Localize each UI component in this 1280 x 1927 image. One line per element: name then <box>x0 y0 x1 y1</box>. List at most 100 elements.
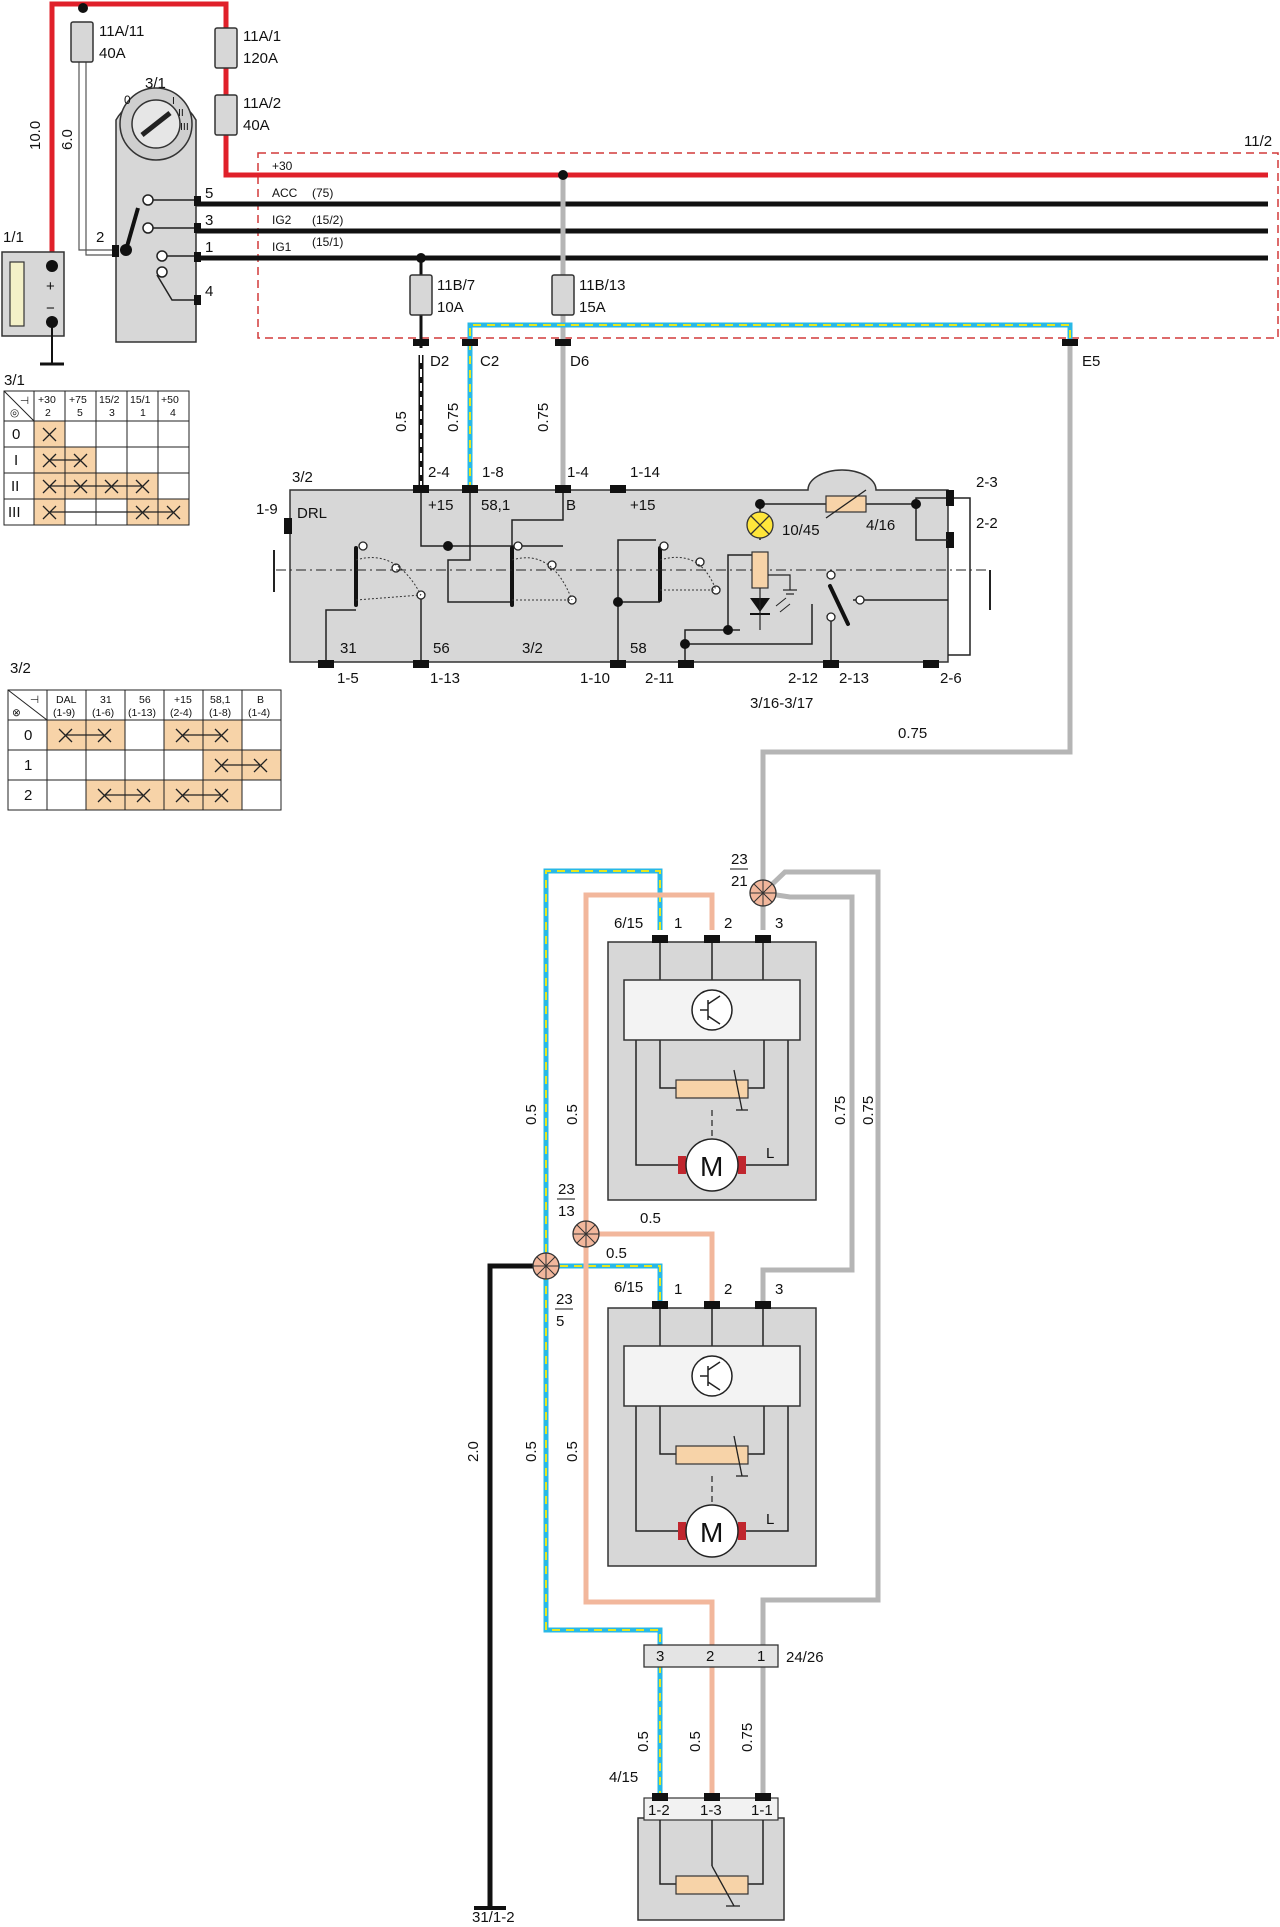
bus-label-30: +30 <box>272 159 293 173</box>
svg-text:2-3: 2-3 <box>976 474 998 491</box>
wire-size-label: 0.75 <box>739 1723 756 1752</box>
svg-text:3: 3 <box>775 915 783 932</box>
svg-text:10A: 10A <box>437 299 464 316</box>
transistor-icon <box>691 1355 733 1397</box>
svg-text:+15: +15 <box>630 497 655 514</box>
svg-text:58,1: 58,1 <box>481 497 510 514</box>
junction-dot <box>78 3 88 13</box>
wire-6mm <box>78 62 112 256</box>
terminal-label-d6: D6 <box>570 353 589 370</box>
wire-size-label: 0.5 <box>523 1104 540 1125</box>
svg-text:1-9: 1-9 <box>256 501 278 518</box>
svg-text:1: 1 <box>674 915 682 932</box>
fuse-11b7: 11B/7 10A <box>409 274 475 316</box>
svg-text:3: 3 <box>656 1648 664 1665</box>
table-ignition-states: 3/1 ◎ ⊣ +30 2 +75 5 15/2 3 15/1 1 +50 4 … <box>3 372 190 526</box>
terminal-e5 <box>1062 339 1078 346</box>
svg-text:(1-4): (1-4) <box>248 707 270 719</box>
terminal-d2 <box>413 339 429 346</box>
svg-text:58,1: 58,1 <box>210 694 231 706</box>
svg-text:4: 4 <box>205 283 213 300</box>
terminal-label-d2: D2 <box>430 353 449 370</box>
bus-label-ig2-code: (15/2) <box>312 213 343 227</box>
wire-size-label: 0.5 <box>606 1245 627 1262</box>
svg-text:2-13: 2-13 <box>839 670 869 687</box>
wire-size-label: 0.5 <box>564 1104 581 1125</box>
actuator-2: 6/15 1 2 3 M L <box>607 1279 817 1567</box>
blue-yellow-c2-e5 <box>467 322 1073 490</box>
junction-dot <box>416 253 426 263</box>
svg-text:2-11: 2-11 <box>645 670 674 687</box>
svg-text:L: L <box>766 1511 774 1528</box>
svg-text:23: 23 <box>556 1291 573 1308</box>
svg-text:B: B <box>257 694 264 706</box>
svg-text:15A: 15A <box>579 299 606 316</box>
wire-size-label: 0.5 <box>393 411 410 432</box>
svg-text:56: 56 <box>433 640 450 657</box>
svg-text:II: II <box>178 107 184 119</box>
table-light-switch-states: 3/2 ⊗ ⊣ DAL (1-9) 31 (1-6) 56 (1-13) +15… <box>7 660 282 811</box>
svg-text:⊣: ⊣ <box>20 395 29 407</box>
wire-size-label: 0.75 <box>445 403 462 432</box>
black-bus-wires <box>196 201 1268 261</box>
svg-text:DAL: DAL <box>56 694 77 706</box>
svg-text:+30: +30 <box>38 394 56 406</box>
svg-text:0: 0 <box>124 93 131 107</box>
transistor-icon <box>691 989 733 1031</box>
svg-text:13: 13 <box>558 1203 575 1220</box>
battery: 1/1 + − <box>1 229 65 366</box>
red-wires <box>49 1 1268 258</box>
svg-text:3/1: 3/1 <box>4 372 25 389</box>
svg-text:3/2: 3/2 <box>522 640 543 657</box>
potentiometer-icon <box>675 1445 749 1465</box>
svg-text:6/15: 6/15 <box>614 1279 643 1296</box>
bus-label-ig2: IG2 <box>272 213 292 227</box>
svg-text:11B/7: 11B/7 <box>437 277 475 294</box>
svg-text:1: 1 <box>140 407 146 419</box>
svg-text:I: I <box>14 452 18 469</box>
wire-size-label: 0.5 <box>640 1210 661 1227</box>
svg-text:11A/11: 11A/11 <box>99 23 144 40</box>
motor-icon <box>685 1504 739 1558</box>
svg-text:3: 3 <box>109 407 115 419</box>
svg-text:I: I <box>172 95 175 107</box>
grey-e5-wire <box>760 340 1073 893</box>
svg-text:120A: 120A <box>243 50 278 67</box>
svg-text:2-12: 2-12 <box>788 670 818 687</box>
terminal-c2 <box>462 339 478 346</box>
svg-text:11B/13: 11B/13 <box>579 277 625 294</box>
svg-text:31: 31 <box>100 694 112 706</box>
ground-label: 31/1-2 <box>472 1909 515 1926</box>
splice-23-21: 23 21 <box>730 851 777 907</box>
wire-size-label: 10.0 <box>27 121 44 150</box>
svg-text:M: M <box>700 1151 723 1182</box>
pink-wires <box>583 892 715 1800</box>
connector-24-26: 3 2 1 24/26 <box>643 1644 824 1668</box>
svg-text:40A: 40A <box>99 45 126 62</box>
svg-text:1: 1 <box>757 1648 765 1665</box>
svg-text:2: 2 <box>45 407 51 419</box>
svg-text:23: 23 <box>558 1181 575 1198</box>
svg-text:2: 2 <box>724 915 732 932</box>
svg-text:+15: +15 <box>174 694 192 706</box>
fuse-11b13: 11B/13 15A <box>551 274 625 316</box>
svg-text:1-3: 1-3 <box>700 1802 722 1819</box>
fuse-box-label: 11/2 <box>1244 133 1272 150</box>
fuse-11a2: 11A/2 40A <box>214 94 281 136</box>
svg-text:2-2: 2-2 <box>976 515 998 532</box>
bus-label-acc: ACC <box>272 186 298 200</box>
wire-size-label: 2.0 <box>465 1441 482 1462</box>
svg-text:1: 1 <box>674 1281 682 1298</box>
fuse-box-frame <box>257 152 1279 339</box>
svg-text:31: 31 <box>340 640 357 657</box>
ignition-switch: 3/1 0 I II III 5 3 1 4 2 <box>96 75 213 343</box>
svg-text:+50: +50 <box>161 394 179 406</box>
svg-text:15/2: 15/2 <box>99 394 120 406</box>
svg-text:1-14: 1-14 <box>630 464 660 481</box>
svg-text:II: II <box>11 478 19 495</box>
svg-text:5: 5 <box>77 407 83 419</box>
svg-text:(1-13): (1-13) <box>128 707 156 719</box>
svg-text:11A/2: 11A/2 <box>243 95 281 112</box>
svg-text:4: 4 <box>170 407 176 419</box>
